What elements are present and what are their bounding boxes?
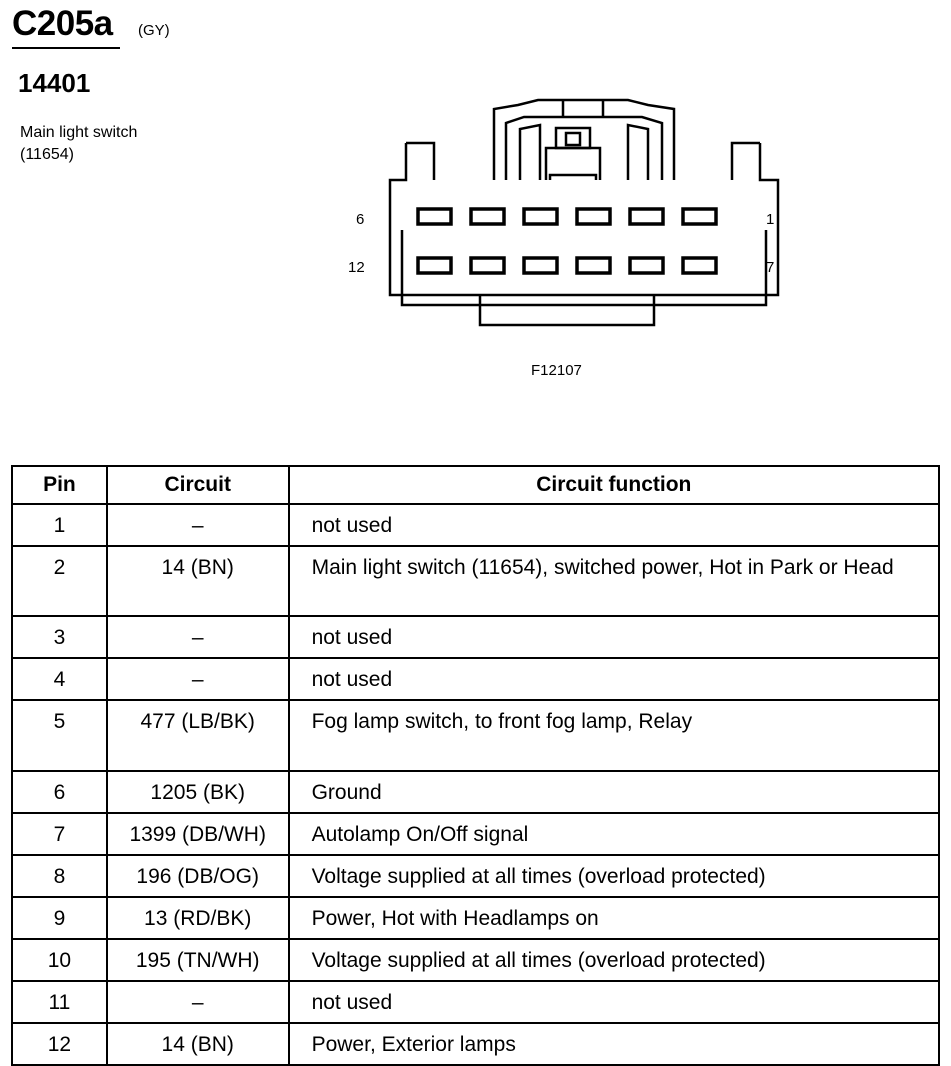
pin-cavity — [628, 256, 665, 275]
pin-cavity — [522, 207, 559, 226]
latch-inner-body — [504, 115, 664, 180]
description-line: Main light switch — [20, 124, 138, 141]
latch-outer-body — [492, 98, 676, 180]
header-circuit: Circuit — [105, 465, 290, 505]
circuit-cell: – — [105, 503, 290, 547]
pin-cell: 6 — [11, 770, 108, 814]
pin-cell: 10 — [11, 938, 108, 982]
circuit-cell: – — [105, 615, 290, 659]
table-header-row: Pin Circuit Circuit function — [11, 465, 941, 505]
pin-cell: 1 — [11, 503, 108, 547]
pin-cavities — [416, 207, 718, 275]
connector-face-diagram: 6 12 1 7 — [348, 98, 780, 327]
pin-cavity — [416, 256, 453, 275]
pin-label-12: 12 — [348, 259, 365, 276]
figure-id: F12107 — [531, 362, 582, 379]
latch-lock-base — [548, 173, 598, 180]
description-line: (11654) — [20, 146, 74, 163]
function-cell: Power, Hot with Headlamps on — [287, 896, 941, 940]
function-cell: not used — [287, 503, 941, 547]
latch-arm-right — [626, 123, 650, 180]
color-code: (GY) — [138, 22, 170, 39]
function-cell: Fog lamp switch, to front fog lamp, Rela… — [287, 699, 941, 772]
table-row: 1 – not used — [11, 503, 941, 547]
circuit-cell: 195 (TN/WH) — [105, 938, 290, 982]
pin-cell: 2 — [11, 545, 108, 617]
pin-cavity — [522, 256, 559, 275]
function-cell: not used — [287, 980, 941, 1024]
pin-cavity — [575, 207, 612, 226]
pinout-table: Pin Circuit Circuit function 1 – not use… — [11, 465, 941, 1066]
table-row: 6 1205 (BK) Ground — [11, 770, 941, 814]
circuit-cell: 196 (DB/OG) — [105, 854, 290, 898]
latch-lock-inner — [564, 131, 582, 147]
function-cell: Ground — [287, 770, 941, 814]
latch-lock-body — [544, 146, 602, 180]
pin-cell: 3 — [11, 615, 108, 659]
pin-cell: 9 — [11, 896, 108, 940]
table-row: 5 477 (LB/BK) Fog lamp switch, to front … — [11, 699, 941, 772]
pin-label-7: 7 — [766, 259, 774, 276]
connector-id: C205a — [12, 4, 113, 43]
function-cell: not used — [287, 615, 941, 659]
title-underline — [12, 47, 120, 49]
function-cell: not used — [287, 657, 941, 701]
component-description: Main light switch (11654) — [20, 122, 137, 166]
table-row: 12 14 (BN) Power, Exterior lamps — [11, 1022, 941, 1066]
connector-title: C205a — [12, 4, 120, 49]
pin-cell: 12 — [11, 1022, 108, 1066]
pin-cavity — [416, 207, 453, 226]
function-cell: Autolamp On/Off signal — [287, 812, 941, 856]
header-function: Circuit function — [287, 465, 941, 505]
part-number: 14401 — [18, 68, 91, 98]
table-row: 4 – not used — [11, 657, 941, 701]
table-row: 8 196 (DB/OG) Voltage supplied at all ti… — [11, 854, 941, 898]
connector-base — [478, 295, 656, 327]
header-pin: Pin — [11, 465, 108, 505]
circuit-cell: 13 (RD/BK) — [105, 896, 290, 940]
pin-cell: 4 — [11, 657, 108, 701]
circuit-cell: 1205 (BK) — [105, 770, 290, 814]
table-row: 7 1399 (DB/WH) Autolamp On/Off signal — [11, 812, 941, 856]
circuit-cell: 477 (LB/BK) — [105, 699, 290, 772]
pin-cavity — [681, 207, 718, 226]
pin-cavity — [628, 207, 665, 226]
pin-cavity — [575, 256, 612, 275]
pin-cell: 5 — [11, 699, 108, 772]
table-row: 3 – not used — [11, 615, 941, 659]
pin-cell: 11 — [11, 980, 108, 1024]
function-cell: Power, Exterior lamps — [287, 1022, 941, 1066]
housing-right-tab — [730, 141, 760, 180]
function-cell: Voltage supplied at all times (overload … — [287, 938, 941, 982]
connector-inner-frame — [400, 230, 768, 307]
table-row: 2 14 (BN) Main light switch (11654), swi… — [11, 545, 941, 617]
pin-label-6: 6 — [356, 211, 364, 228]
table-row: 9 13 (RD/BK) Power, Hot with Headlamps o… — [11, 896, 941, 940]
housing-left-tab — [406, 141, 436, 180]
circuit-cell: 1399 (DB/WH) — [105, 812, 290, 856]
circuit-cell: – — [105, 980, 290, 1024]
pin-cavity — [681, 256, 718, 275]
latch-arm-left — [518, 123, 542, 180]
connector-outline — [388, 143, 780, 297]
latch-slot — [561, 100, 605, 117]
pin-cavity — [469, 207, 506, 226]
pin-cell: 8 — [11, 854, 108, 898]
pin-label-1: 1 — [766, 211, 774, 228]
circuit-cell: 14 (BN) — [105, 545, 290, 617]
pin-cavity — [469, 256, 506, 275]
function-cell: Voltage supplied at all times (overload … — [287, 854, 941, 898]
circuit-cell: 14 (BN) — [105, 1022, 290, 1066]
table-row: 10 195 (TN/WH) Voltage supplied at all t… — [11, 938, 941, 982]
function-cell: Main light switch (11654), switched powe… — [287, 545, 941, 617]
circuit-cell: – — [105, 657, 290, 701]
pin-cell: 7 — [11, 812, 108, 856]
table-row: 11 – not used — [11, 980, 941, 1024]
